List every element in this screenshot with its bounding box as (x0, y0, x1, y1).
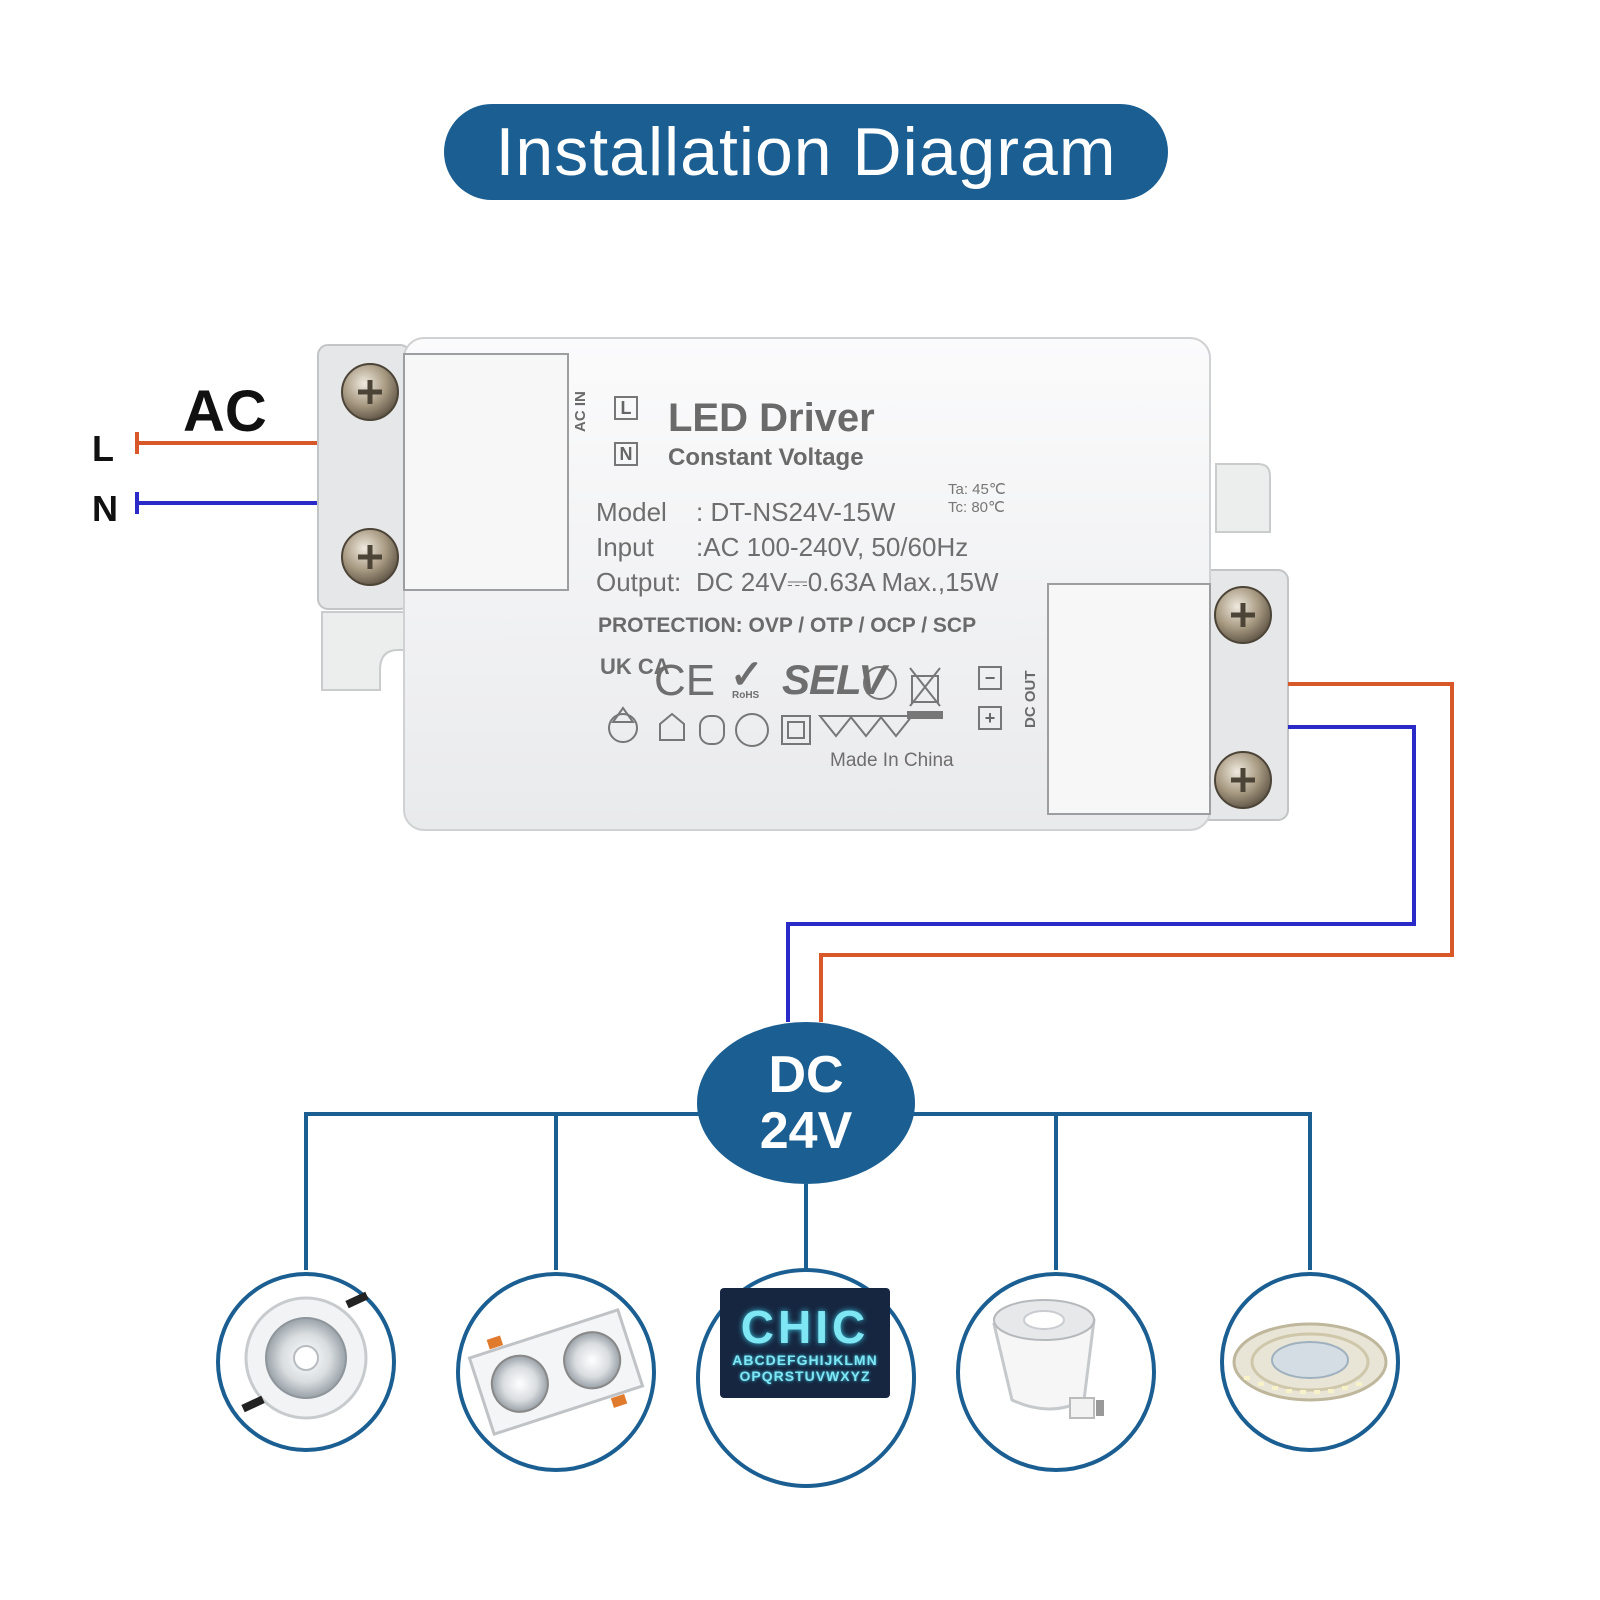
sign-alphabet-line-1: ABCDEFGHIJKLMN (732, 1352, 878, 1368)
terminal-minus-marking: − (978, 666, 1002, 690)
case-temperature: Tc: 80℃ (948, 499, 1005, 516)
spec-row-output: Output: DC 24V⎓0.63A Max.,15W (596, 567, 999, 599)
selv-mark-icon: SELV (782, 656, 886, 703)
driver-subtitle: Constant Voltage (668, 444, 864, 471)
ambient-temperature: Ta: 45℃ (948, 481, 1006, 498)
ac-terminal-cover (403, 353, 569, 591)
screw-icon (1214, 751, 1272, 809)
application-cob-downlight (216, 1272, 396, 1452)
terminal-l-marking: L (614, 396, 638, 420)
rohs-mark-label: RoHS (732, 690, 760, 701)
certification-marks (608, 666, 943, 747)
spec-value: :AC 100-240V, 50/60Hz (696, 532, 969, 562)
indoor-use-icon (659, 712, 685, 741)
dc-negative-wire (786, 725, 1416, 1022)
ac-in-marking: AC IN (572, 391, 589, 432)
neutral-wire-label: N (92, 488, 118, 529)
made-in-text: Made In China (830, 750, 954, 771)
led-sign-icon: CHIC ABCDEFGHIJKLMN OPQRSTUVWXYZ (720, 1288, 890, 1398)
sign-alphabet-line-2: OPQRSTUVWXYZ (739, 1368, 871, 1384)
screw-icon (341, 363, 399, 421)
gu10-bulb-icon (992, 1299, 1104, 1419)
left-mount-tab (321, 611, 405, 691)
double-grille-spotlight-icon (467, 1307, 645, 1437)
terminal-n-marking: N (614, 442, 638, 466)
dc-output-line2: 24V (759, 1102, 853, 1160)
led-driver (317, 337, 1289, 831)
ac-wires (135, 432, 336, 514)
safety-transformer-icon (699, 715, 725, 745)
sign-word: CHIC (740, 1301, 870, 1353)
ac-input-label: AC (183, 379, 267, 444)
driver-title: LED Driver (668, 396, 875, 440)
application-led-strip (1220, 1272, 1400, 1452)
right-mount-tab (1215, 463, 1271, 533)
spec-key: Output: (596, 567, 682, 597)
dc-output-badge: DC 24V (697, 1022, 915, 1184)
terminal-plus-marking: + (978, 706, 1002, 730)
ce-mark-icon: CE (654, 656, 716, 705)
dc-output-line1: DC (768, 1045, 844, 1104)
ul-mark-icon (863, 666, 897, 700)
led-strip-reel-icon (1232, 1322, 1388, 1402)
weee-bin-icon (909, 667, 941, 707)
dc-out-marking: DC OUT (1022, 670, 1039, 729)
screw-icon (341, 528, 399, 586)
spec-row-model: Model : DT-NS24V-15W (596, 497, 895, 528)
spec-key: Model (596, 497, 667, 527)
spec-value: : DT-NS24V-15W (696, 497, 896, 527)
rohs-check-icon: ✓ (730, 653, 764, 697)
short-circuit-proof-icon (735, 713, 769, 747)
application-gu10-bulb (956, 1272, 1156, 1472)
spec-key: Input (596, 532, 654, 562)
diagram-title: Installation Diagram (444, 104, 1168, 200)
dc-terminal-cover (1047, 583, 1211, 815)
dc-wires (786, 682, 1454, 1022)
furniture-mount-icon (817, 715, 915, 738)
application-grille-spotlight (456, 1272, 656, 1472)
dc-positive-wire (819, 682, 1454, 1022)
class-ii-icon (781, 715, 811, 745)
spec-value: DC 24V⎓0.63A Max.,15W (696, 567, 999, 597)
protection-text: PROTECTION: OVP / OTP / OCP / SCP (598, 614, 977, 637)
spec-row-input: Input :AC 100-240V, 50/60Hz (596, 532, 968, 563)
cob-downlight-icon (241, 1291, 369, 1420)
live-wire-label: L (92, 428, 114, 469)
ukca-mark-icon: UK CA (600, 654, 670, 679)
screw-icon (1214, 586, 1272, 644)
